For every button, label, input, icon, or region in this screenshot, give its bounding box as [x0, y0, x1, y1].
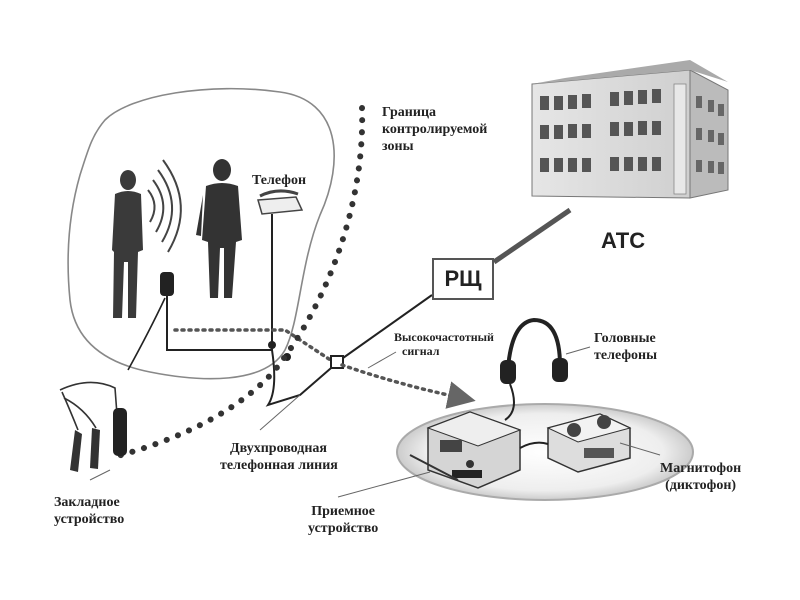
rsh-box: РЩ: [432, 258, 494, 300]
ats-building-icon: [531, 60, 729, 199]
bug-transmitter-icon: [160, 272, 174, 296]
telephone-icon: [257, 189, 304, 215]
receiver-label: Приемное устройство: [308, 504, 379, 536]
hf-signal-label: Высокочастотный сигнал: [394, 330, 494, 358]
person-speaker-icon: [112, 170, 143, 318]
zone-border-label: Граница контролируемой зоны: [382, 105, 488, 154]
bug-device-label: Закладное устройство: [54, 495, 125, 527]
person-listener-icon: [196, 159, 242, 298]
two-wire-line-label: Двухпроводная телефонная линия: [220, 441, 338, 473]
sound-waves-icon: [147, 159, 182, 253]
ats-label: АТС: [601, 228, 646, 253]
room-boundary: [67, 87, 335, 380]
junction-box: [330, 355, 344, 369]
tape-recorder-icon: [546, 413, 632, 473]
headphones-label: Головные телефоны: [594, 331, 658, 363]
zone-border: [107, 105, 366, 461]
bug-device-icon: [59, 297, 166, 472]
headphones-icon: [500, 317, 568, 421]
receiver-device-icon: [409, 411, 522, 489]
tape-recorder-label: Магнитофон (диктофон): [660, 461, 742, 493]
rsh-label: РЩ: [444, 266, 482, 291]
telephone-label: Телефон: [252, 173, 307, 188]
